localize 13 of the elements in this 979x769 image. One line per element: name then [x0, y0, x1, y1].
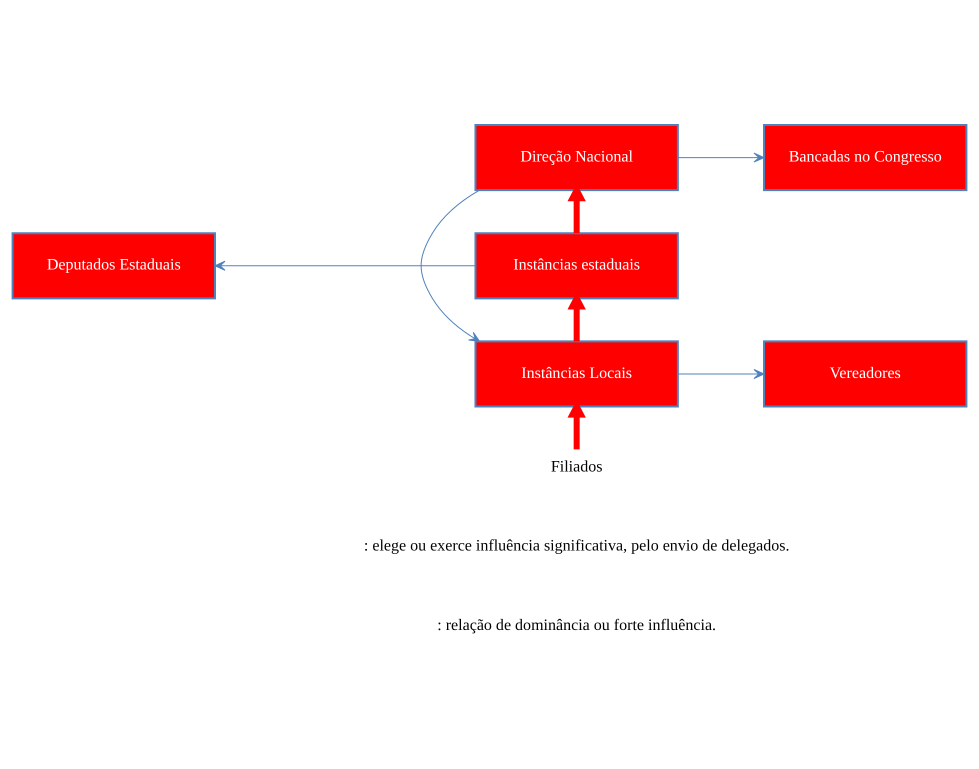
arrow [678, 368, 764, 379]
arrow [214, 260, 476, 271]
arrow [678, 152, 764, 163]
node-box: Bancadas no Congresso [763, 124, 968, 192]
legend-label: : elege ou exerce influência significativa, pelo envio de delegados. [364, 538, 790, 555]
legend-label: : relação de dominância ou forte influência. [437, 616, 716, 634]
node-box: Instâncias Locais [474, 340, 679, 408]
node-box: Instâncias estaduais [474, 232, 679, 300]
node-box: Direção Nacional [474, 124, 679, 192]
arrow [420, 190, 480, 342]
node-box: Vereadores [763, 340, 968, 408]
node-box: Deputados Estaduais [12, 232, 216, 300]
node-text: Filiados [550, 458, 602, 476]
